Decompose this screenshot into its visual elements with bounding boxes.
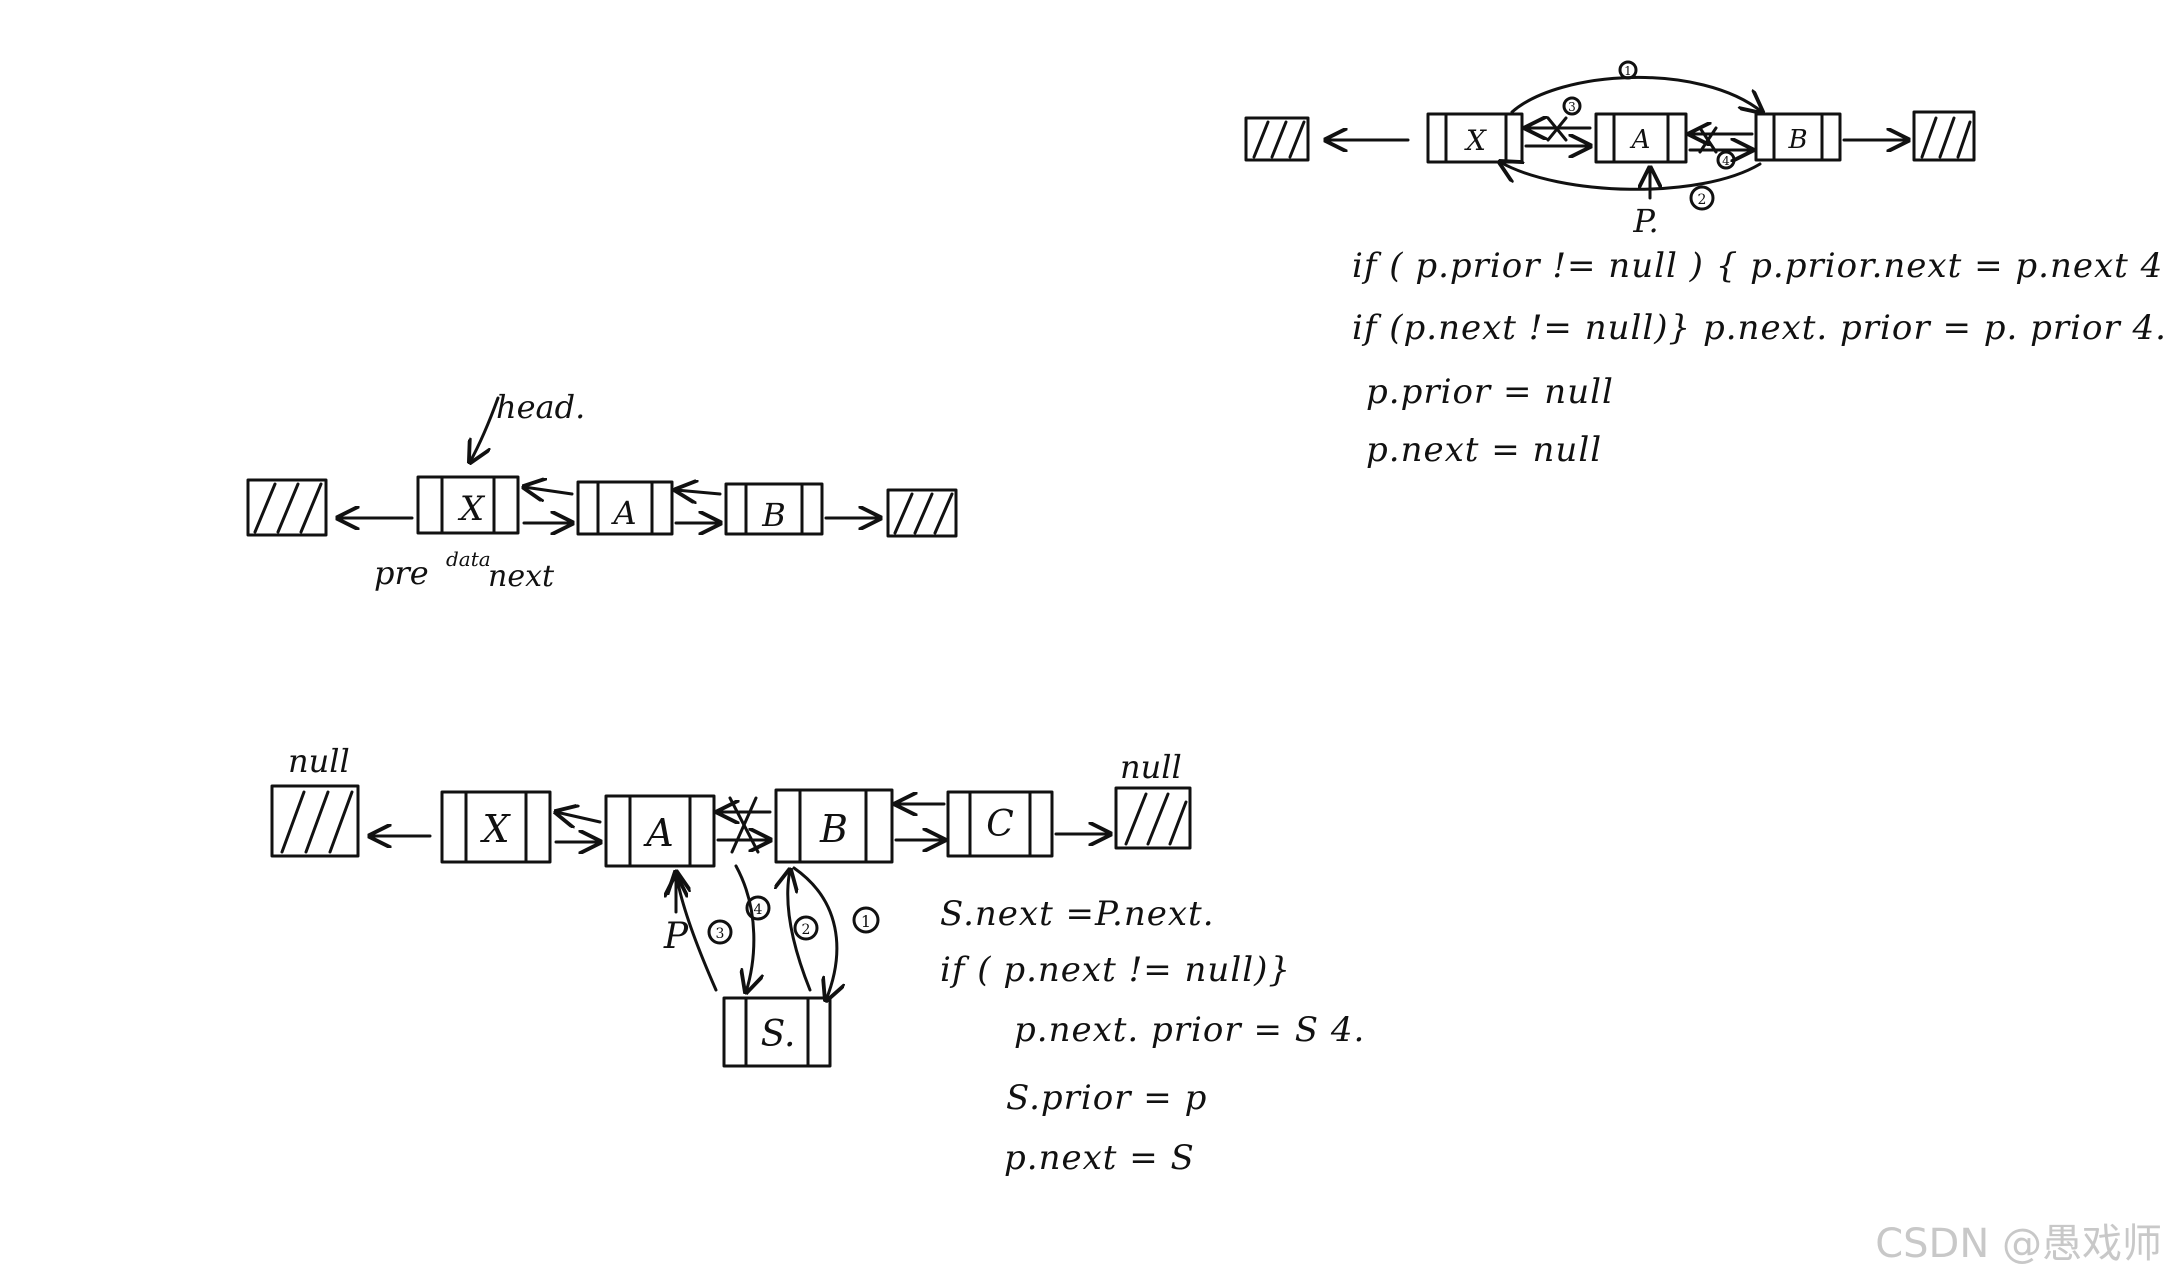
diagram2-arrow-a-to-x <box>556 812 602 822</box>
diagram2-node-a <box>604 794 716 868</box>
diagram3-node-b <box>1754 112 1842 162</box>
diagram3-code-line-1: if ( p.prior != null ) { p.prior.next = … <box>1352 246 2164 286</box>
diagram2-step-circle-1 <box>852 906 880 934</box>
diagram2-step3-arrow <box>676 872 718 992</box>
diagram3-node-x-label: X <box>1464 124 1487 157</box>
watermark-text: CSDN @愚戏师 <box>1875 1221 2162 1267</box>
diagram2-node-b <box>774 788 894 864</box>
diagram2-code-line-4: S.prior = p <box>1006 1078 1208 1118</box>
diagram2-step-1-label: 1 <box>861 912 871 931</box>
diagram1-null-right <box>886 488 958 538</box>
diagram2-step-circle-4 <box>745 895 771 921</box>
diagram2-step2-arrow <box>788 870 812 992</box>
diagram3-step-2-label: 2 <box>1698 192 1707 208</box>
diagram1-node-b <box>724 482 824 536</box>
diagram3-step-circle-4 <box>1716 150 1736 170</box>
diagram2-node-s <box>722 996 832 1068</box>
diagram3-code-line-3: p.prior = null <box>1366 372 1614 412</box>
diagram3-step-3-label: 3 <box>1568 100 1576 114</box>
diagram2-node-c-label: C <box>986 804 1014 845</box>
diagram2-step-4-label: 4 <box>754 902 763 918</box>
diagram3-node-x <box>1426 112 1524 164</box>
diagram1-list <box>246 396 958 538</box>
diagram1-arrow-a-to-x <box>524 487 574 494</box>
diagram1-pre-label: pre <box>374 554 429 592</box>
diagram1-node-a <box>576 480 674 536</box>
diagram3-step2-arc <box>1500 162 1762 191</box>
diagram2-code-line-2: if ( p.next != null)} <box>940 950 1291 990</box>
diagram2-step-2-label: 2 <box>802 922 811 938</box>
diagram2-node-c <box>946 790 1054 858</box>
diagram1-head-label: head. <box>496 388 585 426</box>
diagram3-p-label: P. <box>1632 202 1658 240</box>
diagram3-step-circle-2 <box>1689 185 1715 211</box>
diagram2-code-line-5: p.next = S <box>1004 1138 1195 1178</box>
diagram1-head-arrow <box>470 396 500 462</box>
diagram1-node-x-label: X <box>457 489 486 529</box>
diagram1-next-label: next <box>488 559 555 594</box>
diagram3-step-circle-1 <box>1618 60 1638 80</box>
diagram2-step-circle-3 <box>707 919 733 945</box>
diagram3-node-a-label: A <box>1630 125 1651 155</box>
diagram2-node-s-label: S. <box>761 1014 796 1055</box>
diagram2-list <box>270 784 1192 1068</box>
diagram3-node-a <box>1594 112 1688 164</box>
diagram2-step1-arrow <box>792 866 837 1000</box>
diagram2-null-right-label: null <box>1120 748 1182 786</box>
diagram1-arrow-b-to-a <box>676 490 722 494</box>
diagram1-data-label: data <box>446 547 491 571</box>
diagram2-null-right <box>1114 786 1192 850</box>
diagram3-step-1-label: 1 <box>1624 64 1632 78</box>
diagram2-node-x <box>440 790 552 864</box>
diagram2-node-x-label: X <box>479 807 511 851</box>
diagram2-step-3-label: 3 <box>716 926 725 942</box>
diagram1-node-a-label: A <box>610 494 636 532</box>
diagram3-null-right <box>1912 110 1976 162</box>
diagram2-node-b-label: B <box>819 807 848 851</box>
diagram2-p-label: P <box>663 916 689 957</box>
diagram2-code-line-1: S.next =P.next. <box>940 894 1215 934</box>
diagram1-node-x <box>416 475 520 535</box>
diagram2-null-left-label: null <box>288 742 350 780</box>
diagram3-step-circle-3 <box>1562 96 1582 116</box>
diagram3-node-b-label: B <box>1787 125 1807 155</box>
diagram2-node-a-label: A <box>643 811 673 855</box>
diagram3-code-line-4: p.next = null <box>1366 430 1603 470</box>
diagram2-step-circle-2 <box>793 915 819 941</box>
diagram3-null-left <box>1244 116 1310 162</box>
diagram3-code-line-2: if (p.next != null)} p.next. prior = p. … <box>1352 308 2167 348</box>
diagram3-step-4-label: 4 <box>1722 154 1730 168</box>
diagram2-step4-arrow <box>734 864 754 992</box>
diagram3-step1-arc <box>1510 75 1762 112</box>
diagram1-node-b-label: B <box>761 496 786 534</box>
diagram2-null-left <box>270 784 360 858</box>
diagram3-list <box>1244 60 1976 211</box>
diagram2-code-line-3: p.next. prior = S 4. <box>1014 1010 1366 1050</box>
diagram1-null-left <box>246 478 328 537</box>
